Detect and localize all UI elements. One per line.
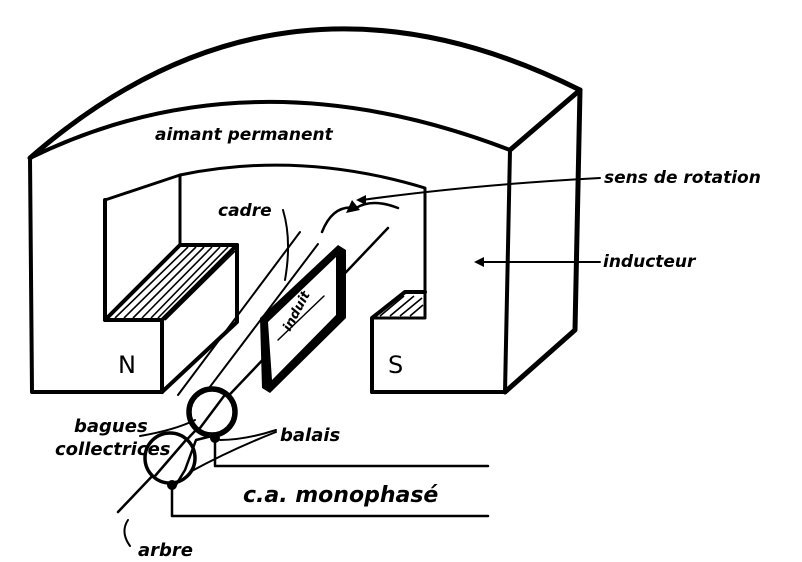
permanent-magnet [27, 26, 583, 395]
magnet-label: aimant permanent [155, 125, 334, 145]
rings-label-line1: bagues [74, 416, 148, 437]
slip-rings [143, 386, 238, 485]
brushes-label: balais [280, 425, 341, 446]
leader-lines [123, 177, 601, 547]
rings-label-line2: collectrices [55, 439, 171, 460]
rotation-label: sens de rotation [604, 168, 761, 188]
armature-coil [260, 245, 346, 393]
north-pole-label: N [118, 351, 136, 379]
inductor-label: inducteur [603, 252, 697, 272]
south-pole-label: S [388, 351, 403, 379]
brushes-and-wires [167, 433, 490, 518]
rotation-arrow [320, 200, 400, 234]
shaft-label: arbre [138, 540, 193, 561]
supply-label: c.a. monophasé [243, 483, 438, 508]
frame-label: cadre [218, 201, 272, 221]
